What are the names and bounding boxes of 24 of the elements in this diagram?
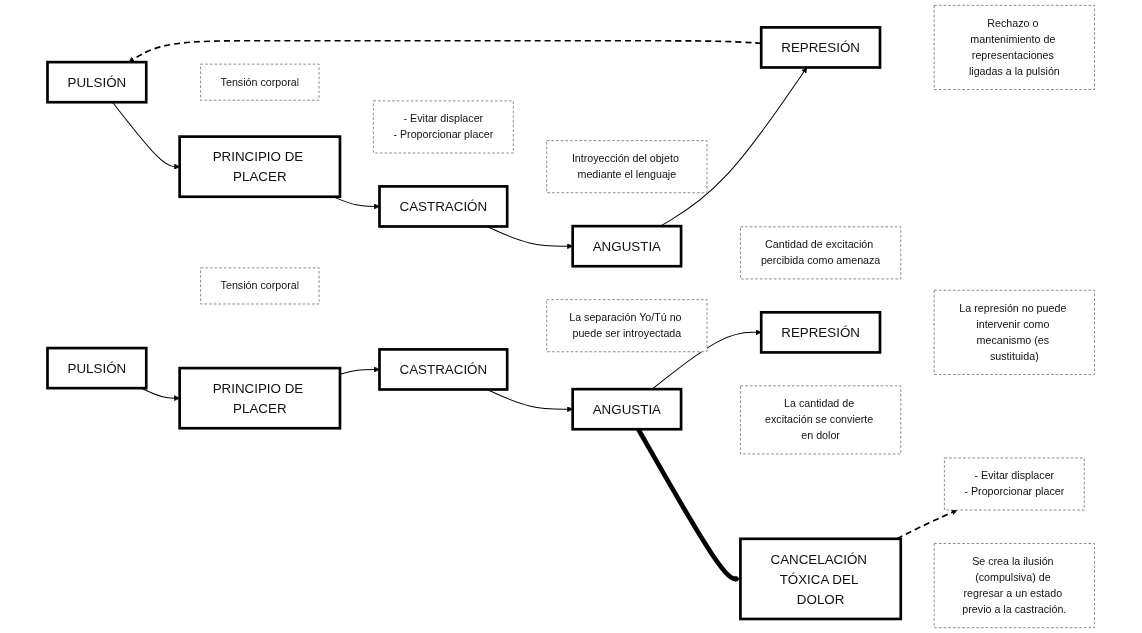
arrow	[339, 366, 380, 375]
node-box: La represión no puede intervenir como mecanismo (es sustituida)	[933, 289, 1095, 375]
node-box: Cantidad de excitación percibida como amenaza	[740, 226, 902, 280]
node-box: Tensión corporal	[200, 63, 320, 101]
node-box: PULSIÓN	[46, 346, 148, 390]
node-box: Tensión corporal	[200, 267, 320, 305]
node-box: CASTRACIÓN	[378, 185, 509, 228]
node-box: REPRESIÓN	[759, 26, 882, 69]
node-box: REPRESIÓN	[759, 311, 882, 354]
node-box: ANGUSTIA	[571, 224, 683, 268]
arrow	[651, 329, 762, 390]
node-box: CANCELACIÓN TÓXICA DEL DOLOR	[739, 537, 903, 621]
node-box: ANGUSTIA	[571, 387, 683, 431]
node-box: PULSIÓN	[46, 60, 148, 104]
node-box: PRINCIPIO DE PLACER	[178, 135, 342, 199]
node-box: Rechazo o mantenimiento de representaciones ligadas a la pulsión	[933, 5, 1095, 90]
node-box: Se crea la ilusión (compulsiva) de regresar a un estado previo a la castración.	[933, 543, 1095, 628]
node-box: PRINCIPIO DE PLACER	[178, 366, 342, 430]
node-box: - Evitar displacer - Proporcionar placer	[944, 457, 1085, 511]
node-box: CASTRACIÓN	[378, 348, 509, 391]
node-box: - Evitar displacer - Proporcionar placer	[373, 100, 514, 154]
node-box: La cantidad de excitación se convierte en dolor	[740, 385, 902, 455]
node-box: Introyección del objeto mediante el lenguaje	[546, 140, 708, 194]
node-box: La separación Yo/Tú no puede ser introyectada	[546, 299, 708, 353]
